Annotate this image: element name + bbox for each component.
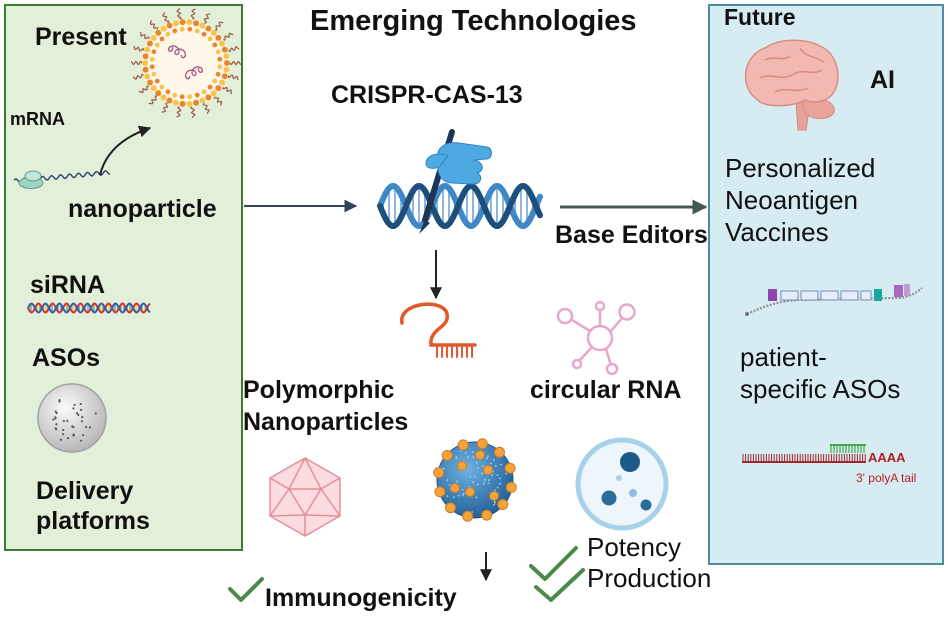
present-heading: Present xyxy=(35,23,127,51)
asos-label: ASOs xyxy=(32,344,101,372)
base-editors-label: Base Editors xyxy=(555,221,708,249)
patient-asos-label-line2: specific ASOs xyxy=(740,374,901,404)
delivery-platforms-label-line2: platforms xyxy=(36,507,150,535)
vaccines-label-line3: Vaccines xyxy=(725,217,829,247)
potency-label: Potency xyxy=(587,532,681,562)
future-heading: Future xyxy=(724,4,796,30)
mrna-vaccine-construct-icon xyxy=(745,284,923,316)
polymorphic-nanoparticles-label-line2: Nanoparticles xyxy=(243,408,409,436)
sirna-label: siRNA xyxy=(30,271,106,299)
vaccines-label-line2: Neoantigen xyxy=(725,185,858,215)
polya-caption: 3' polyA tail xyxy=(856,471,917,485)
aso-sphere-icon xyxy=(37,383,107,453)
polya-sequence-label: AAAA xyxy=(868,450,906,465)
polymorphic-nanoparticles-label-line1: Polymorphic xyxy=(243,376,395,404)
diagram-title: Emerging Technologies xyxy=(310,5,637,37)
ribosome-icon xyxy=(18,170,44,189)
production-label: Production xyxy=(587,563,712,593)
guide-rna-icon xyxy=(400,302,477,358)
immunogenicity-label: Immunogenicity xyxy=(265,584,457,612)
brain-icon xyxy=(744,39,839,131)
crispr-label: CRISPR-CAS-13 xyxy=(331,81,523,109)
polymeric-nanoparticle-icon xyxy=(433,438,517,522)
delivery-platforms-label-line1: Delivery xyxy=(36,477,134,505)
curved-arrow-icon xyxy=(99,125,152,176)
hand-pen-icon xyxy=(419,129,492,234)
sirna-duplex-icon xyxy=(27,302,151,314)
icosahedron-nanoparticle-icon xyxy=(269,457,341,537)
mrna-label: mRNA xyxy=(10,109,66,129)
lipid-nanoparticle-icon xyxy=(130,7,242,119)
vesicle-nanoparticle-icon xyxy=(575,437,669,531)
checkmark-icon xyxy=(228,577,264,602)
ai-label: AI xyxy=(870,66,895,94)
polya-tail-icon xyxy=(742,444,866,463)
circular-rna-label: circular RNA xyxy=(530,376,682,404)
dna-helix-icon xyxy=(377,182,543,230)
circular-rna-icon xyxy=(556,300,636,376)
nanoparticle-label: nanoparticle xyxy=(68,195,217,223)
vaccines-label-line1: Personalized xyxy=(725,153,876,183)
double-checkmark-icon xyxy=(529,546,585,602)
patient-asos-label-line1: patient- xyxy=(740,342,827,372)
